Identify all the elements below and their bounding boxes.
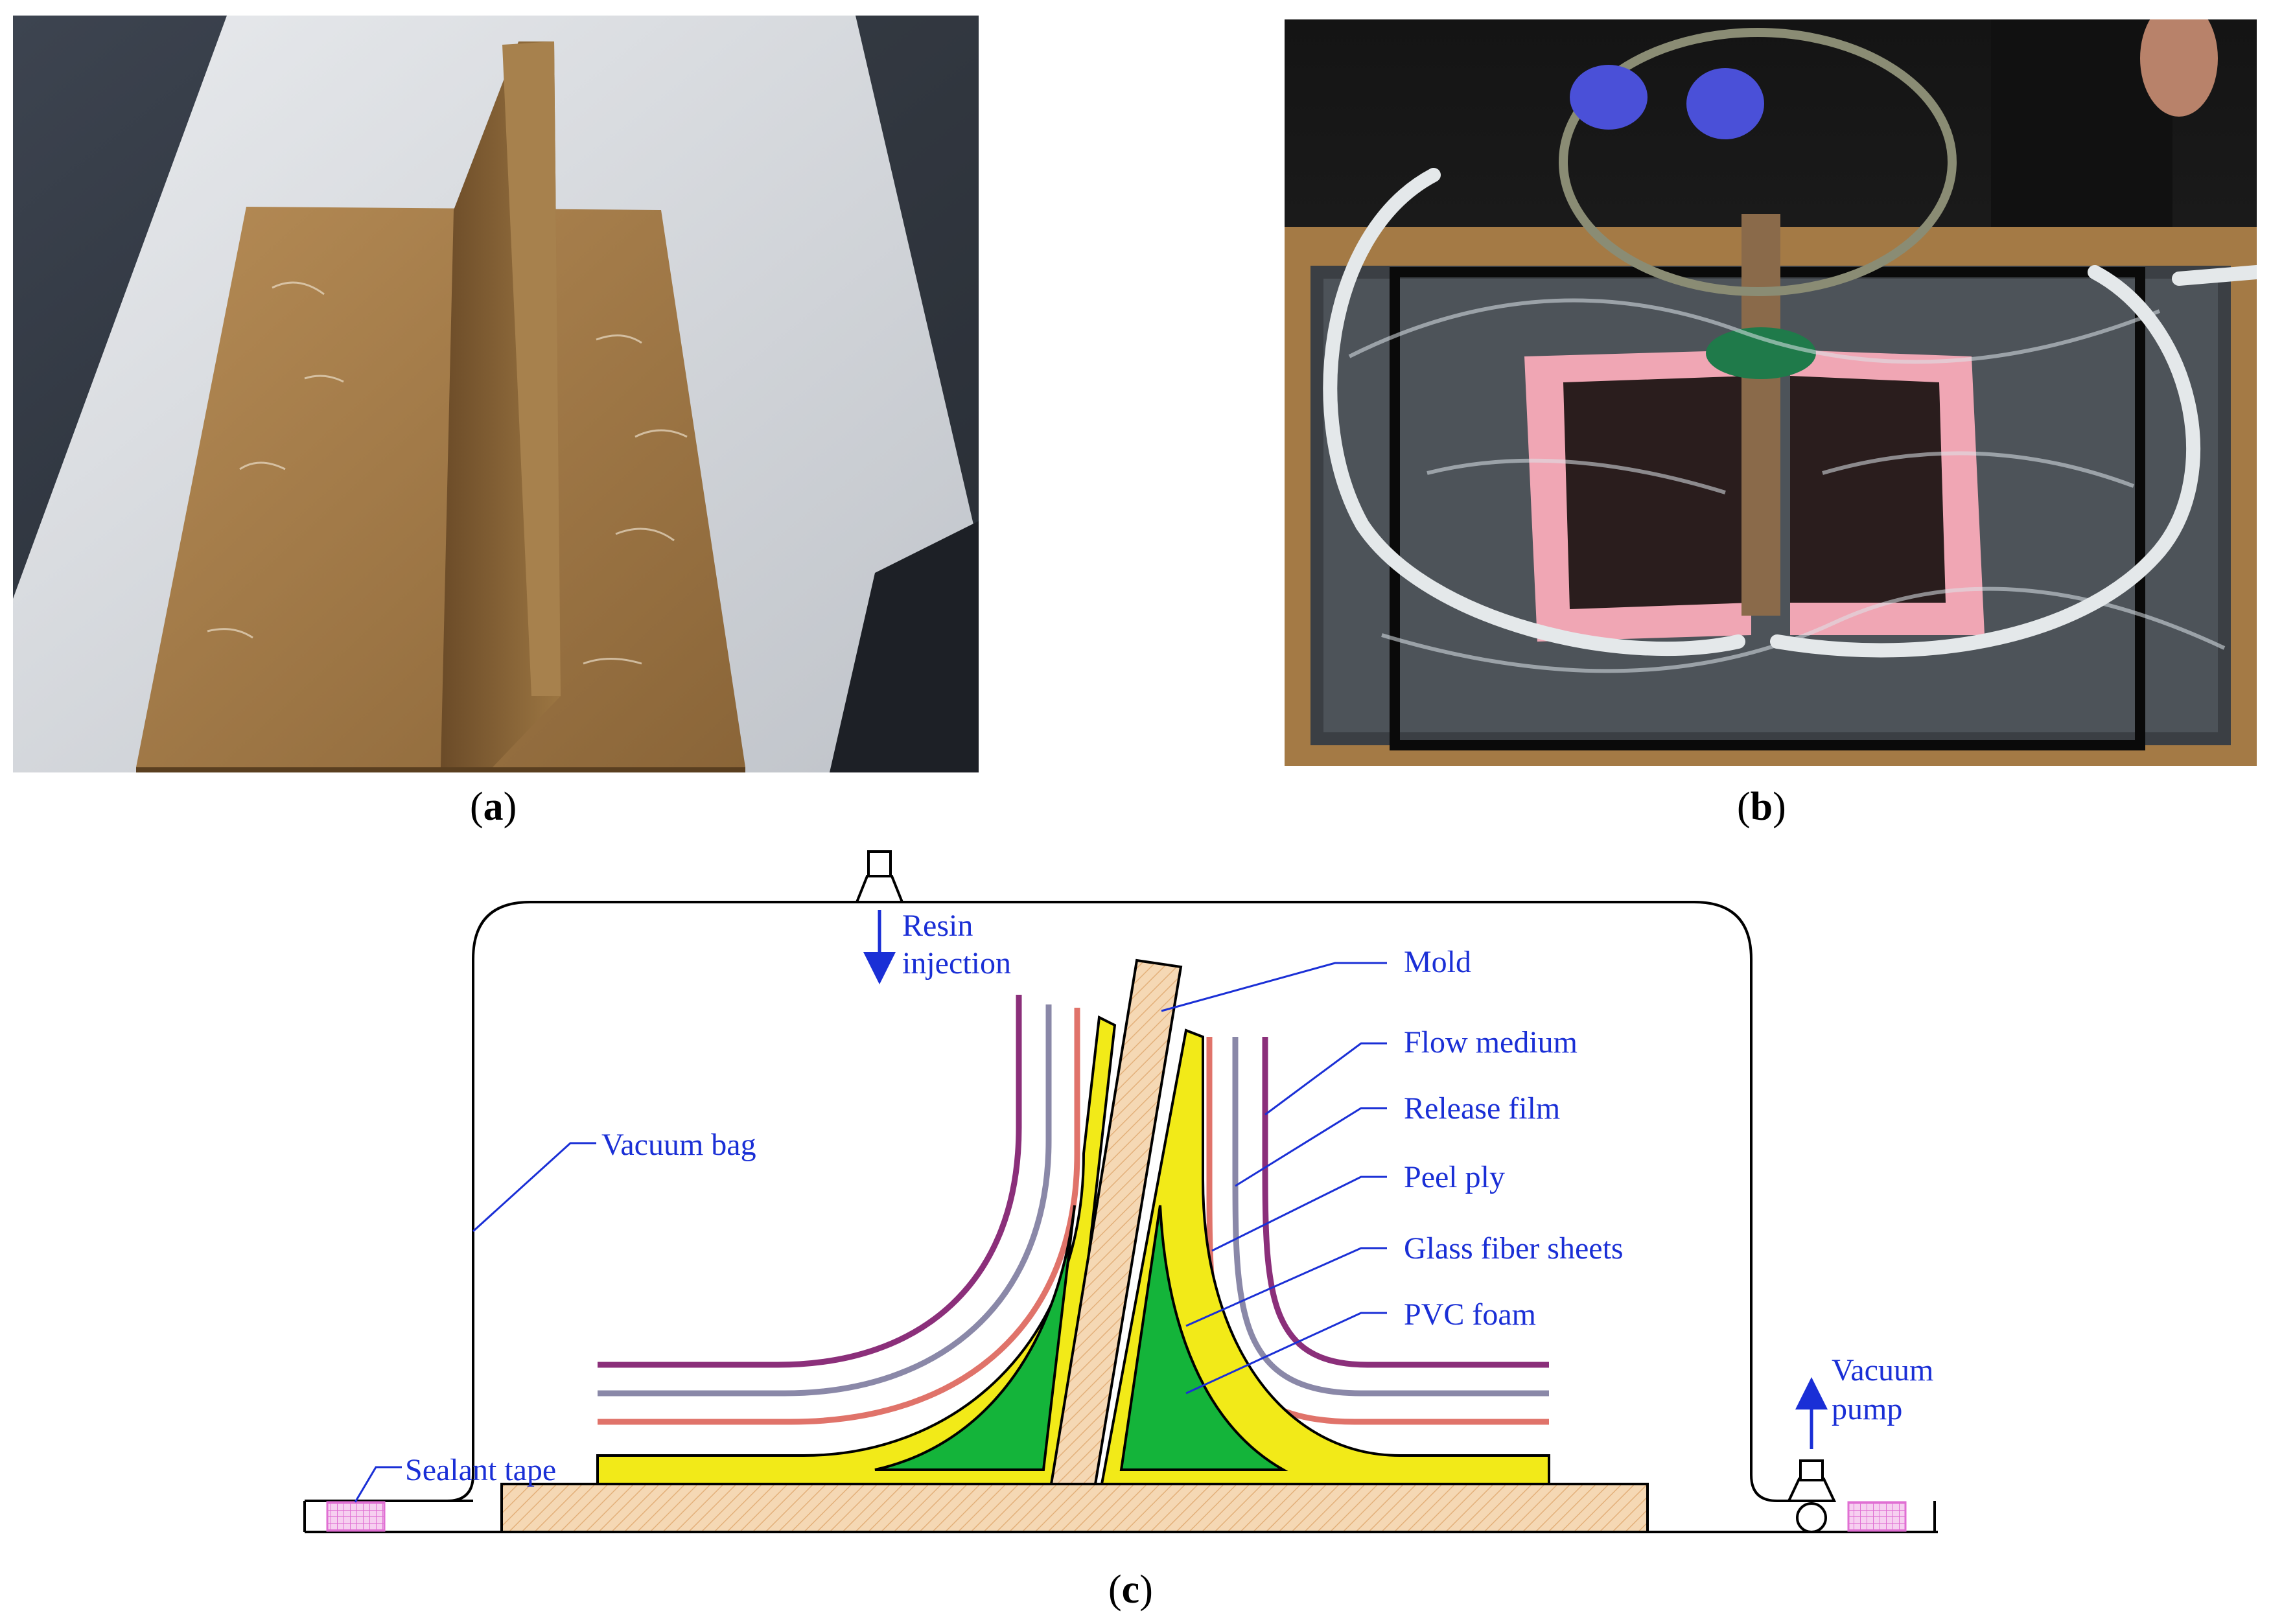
- photo-b-illustration: [1285, 19, 2257, 766]
- resin-injection-port: [855, 850, 904, 903]
- panel-label-a: (a): [470, 785, 517, 829]
- flow-medium-left: [598, 995, 1022, 1368]
- leader-mold: [1161, 962, 1387, 1012]
- label-peel-ply: Peel ply: [1404, 1160, 1505, 1194]
- leader-vacuum-bag: [472, 1142, 596, 1233]
- vacuum-bag-outline: [447, 901, 1821, 1502]
- photo-a-t-joint-mold: [13, 16, 979, 772]
- label-injection: injection: [902, 946, 1011, 980]
- base-mold: [500, 1483, 1649, 1533]
- vertical-mold: [1049, 958, 1183, 1485]
- sealant-tape-right: [1847, 1501, 1907, 1532]
- label-sealant-tape: Sealant tape: [405, 1453, 556, 1487]
- vacuum-pump-port: [1786, 1459, 1837, 1533]
- label-release-film: Release film: [1404, 1091, 1560, 1126]
- leader-glass-fiber: [1185, 1247, 1387, 1327]
- release-film-left: [598, 1004, 1052, 1397]
- release-film-right: [1232, 1037, 1549, 1397]
- panel-label-c: (c): [1108, 1568, 1153, 1612]
- label-flow-medium: Flow medium: [1404, 1025, 1578, 1060]
- label-vacuum: Vacuum: [1832, 1353, 1933, 1387]
- sealant-tape-left: [326, 1501, 386, 1532]
- label-pump: pump: [1832, 1392, 1902, 1426]
- flow-medium-right: [1262, 1037, 1549, 1368]
- label-glass-fiber-sheets: Glass fiber sheets: [1404, 1231, 1624, 1266]
- peel-ply-left: [598, 1008, 1080, 1425]
- leader-peel-ply: [1211, 1176, 1387, 1252]
- photo-b-vacuum-bagging: [1285, 19, 2257, 766]
- photo-a-illustration: [13, 16, 979, 772]
- pvc-foam-right: [1119, 1205, 1288, 1471]
- vartm-schematic-diagram: Resin injection Mold Flow medium Release…: [303, 850, 1938, 1533]
- glass-fiber-right: [1100, 1028, 1550, 1485]
- label-pvc-foam: PVC foam: [1404, 1297, 1536, 1332]
- label-resin: Resin: [902, 909, 973, 943]
- panel-label-b: (b): [1737, 785, 1786, 829]
- leader-pvc-foam: [1185, 1312, 1387, 1395]
- label-mold: Mold: [1404, 945, 1471, 979]
- leader-sealant-tape: [354, 1466, 402, 1503]
- leader-flow-medium: [1264, 1042, 1387, 1116]
- label-vacuum-bag: Vacuum bag: [601, 1128, 756, 1162]
- leader-release-film: [1235, 1107, 1387, 1187]
- pvc-foam-left: [874, 1205, 1076, 1471]
